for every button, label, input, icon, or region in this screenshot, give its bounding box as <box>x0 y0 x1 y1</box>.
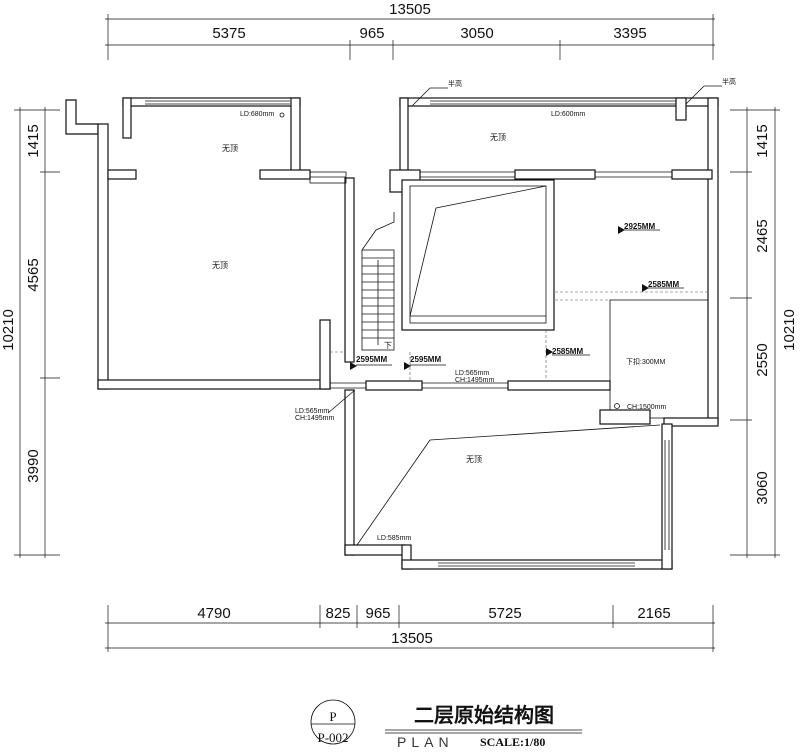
right-dim-2: 2465 <box>754 219 771 252</box>
right-dim-3: 2550 <box>754 343 771 376</box>
half-height-markers: 半高 半高 <box>411 77 736 107</box>
ch-1495-a-note: CH:1495mm <box>455 377 494 384</box>
top-dim-3: 3050 <box>460 25 493 42</box>
ch-1500-note: CH:1500mm <box>627 404 666 411</box>
elev-2925-text: 2925MM <box>624 222 655 231</box>
title-symbol-code: P-002 <box>317 730 348 745</box>
upper-left-room-label: 无顶 <box>222 144 238 153</box>
left-dimensions: 1415 4565 3990 10210 <box>0 107 60 558</box>
elevation-2595-b: 2595MM <box>404 355 446 370</box>
title-symbol-letter: P <box>329 709 336 724</box>
walls <box>65 97 719 570</box>
bottom-room-label: 无顶 <box>466 455 482 464</box>
ld-565-a-note: LD:565mm <box>455 370 489 377</box>
top-dim-4: 3395 <box>613 25 646 42</box>
ld-600-note: LD:600mm <box>551 111 585 118</box>
bottom-total-dim: 13505 <box>391 630 433 647</box>
elevation-2585-mid: 2585MM <box>546 347 590 356</box>
half-height-left: 半高 <box>448 79 462 88</box>
half-height-right: 半高 <box>722 77 736 86</box>
top-total-dim: 13505 <box>389 1 431 18</box>
scale-label: SCALE:1/80 <box>480 735 545 749</box>
elev-2595-a-text: 2595MM <box>356 355 387 364</box>
right-dim-1: 1415 <box>754 124 771 157</box>
bottom-dim-2: 825 <box>325 605 350 622</box>
bottom-dim-4: 5725 <box>488 605 521 622</box>
elev-2585-right-text: 2585MM <box>648 280 679 289</box>
ld-585-note: LD:585mm <box>377 535 411 542</box>
plan-word: PLAN <box>397 734 454 750</box>
bottom-dimensions: 4790 825 965 5725 2165 13505 <box>105 605 715 652</box>
elevation-2925: 2925MM <box>618 222 660 234</box>
bottom-dim-5: 2165 <box>637 605 670 622</box>
top-dimensions: 13505 5375 965 3050 3395 <box>105 1 715 60</box>
stair-down-label: 下 <box>384 341 392 350</box>
elev-2585-mid-text: 2585MM <box>552 347 583 356</box>
bottom-dim-3: 965 <box>365 605 390 622</box>
right-dimensions: 1415 2465 2550 3060 10210 <box>730 107 798 558</box>
elevation-2595-a: 2595MM <box>350 355 392 370</box>
elevation-2585-right: 2585MM <box>642 280 684 292</box>
left-dim-1: 1415 <box>25 124 42 157</box>
elev-2595-b-text: 2595MM <box>410 355 441 364</box>
ld-680-note: LD:680mm <box>240 111 274 118</box>
bottom-dim-1: 4790 <box>197 605 230 622</box>
stair: 下 <box>361 212 395 351</box>
lower-beam-note: 下扣:300MM <box>626 357 665 366</box>
top-right-room-label: 无顶 <box>490 133 506 142</box>
ch-1495-b-note: CH:1495mm <box>295 415 334 422</box>
right-total-dim: 10210 <box>781 309 798 351</box>
drawing-title: 二层原始结构图 <box>414 703 554 727</box>
top-dim-1: 5375 <box>212 25 245 42</box>
top-dim-2: 965 <box>359 25 384 42</box>
title-block: P P-002 二层原始结构图 PLAN SCALE:1/80 <box>310 699 582 750</box>
left-main-room-label: 无顶 <box>212 261 228 270</box>
left-dim-2: 4565 <box>25 258 42 291</box>
left-total-dim: 10210 <box>0 309 17 351</box>
right-dim-4: 3060 <box>754 471 771 504</box>
left-dim-3: 3990 <box>25 449 42 482</box>
ld-565-b-note: LD:565mm <box>295 408 329 415</box>
